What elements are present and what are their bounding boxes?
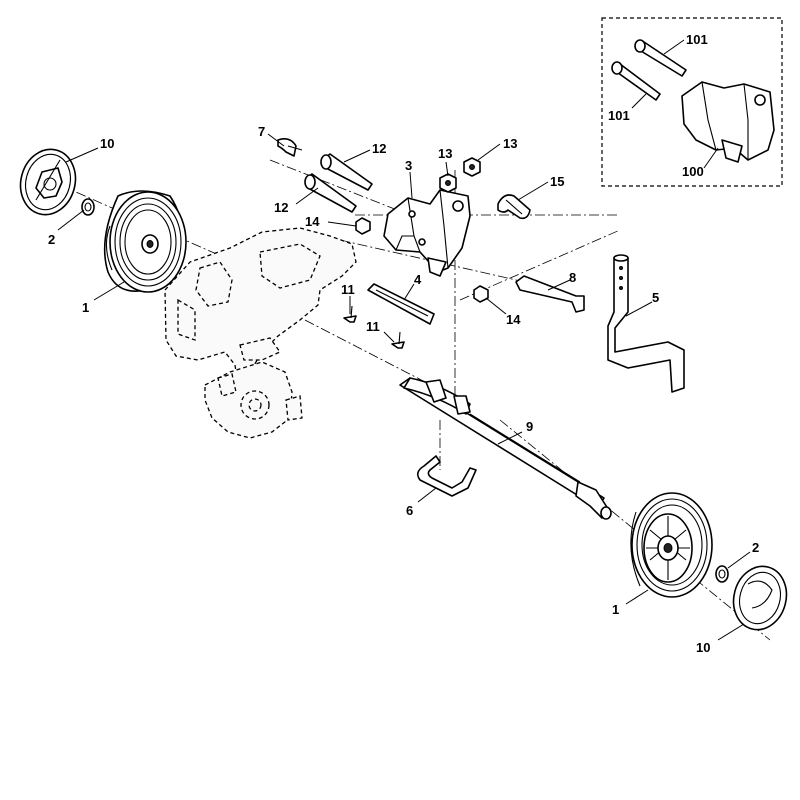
label-wheel-right: 1 (612, 602, 619, 617)
cotter-pin (277, 138, 303, 157)
label-screw-a: 11 (341, 282, 355, 297)
nut-14a (355, 217, 371, 235)
part-labels: 10 2 1 7 12 12 3 13 13 15 14 14 4 8 5 11… (48, 32, 759, 655)
label-washer-right: 2 (752, 540, 759, 555)
label-nut-13b: 13 (503, 136, 517, 151)
hubcap-right (732, 565, 788, 631)
inset-bolt-b (611, 61, 661, 101)
label-wheel-left: 1 (82, 300, 89, 315)
bent-pin (515, 275, 585, 313)
label-bent-pin: 8 (569, 270, 576, 285)
label-bolt-b: 12 (274, 200, 288, 215)
label-hubcap-right: 10 (696, 640, 710, 655)
nut-13b (463, 157, 481, 177)
inset-box (601, 17, 783, 187)
axle (399, 377, 612, 520)
label-nut-13a: 13 (438, 146, 452, 161)
nut-13a (439, 173, 457, 193)
inset-bolt-a (634, 39, 687, 77)
leader-lines (57, 39, 751, 641)
label-screw-b: 11 (366, 319, 380, 334)
clamp (497, 194, 531, 220)
label-clamp: 15 (550, 174, 564, 189)
label-cotter-pin: 7 (258, 124, 265, 139)
nut-14b (473, 285, 489, 303)
inset-bracket (681, 81, 775, 163)
spring-clip (416, 455, 477, 497)
label-washer-left: 2 (48, 232, 55, 247)
label-nut-14a: 14 (305, 214, 320, 229)
bolt-12a (320, 153, 373, 191)
label-hubcap-left: 10 (100, 136, 114, 151)
label-bolt-a: 12 (372, 141, 386, 156)
label-inset-bracket: 100 (682, 164, 704, 179)
label-spring-clip: 6 (406, 503, 413, 518)
washer-left (81, 198, 95, 216)
wheel-left (103, 190, 187, 293)
wheel-right (630, 492, 713, 598)
hubcap-left (19, 148, 77, 216)
screw-11a (343, 305, 357, 323)
washer-right (715, 565, 729, 583)
plate (367, 283, 435, 325)
label-bracket: 3 (405, 158, 412, 173)
gearbox-housing (164, 227, 357, 439)
crank-rod (607, 254, 685, 393)
label-nut-14b: 14 (506, 312, 521, 327)
label-axle: 9 (526, 419, 533, 434)
label-plate: 4 (414, 272, 422, 287)
label-inset-bolt-a: 101 (686, 32, 708, 47)
bolt-12b (304, 173, 357, 213)
label-crank-rod: 5 (652, 290, 659, 305)
label-inset-bolt-b: 101 (608, 108, 630, 123)
screw-11b (391, 331, 405, 349)
height-bracket (383, 189, 471, 277)
